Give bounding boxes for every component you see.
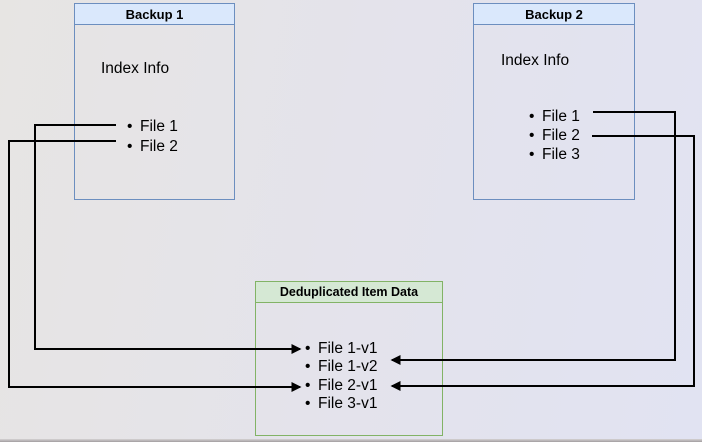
backup2-header: Backup 2	[474, 4, 634, 25]
backup2-file-list: File 1 File 2 File 3	[529, 107, 580, 164]
list-item: File 3	[529, 145, 580, 164]
list-item: File 2-v1	[305, 377, 377, 395]
backup1-header: Backup 1	[75, 4, 234, 25]
dedup-title: Deduplicated Item Data	[279, 285, 419, 299]
list-item: File 2	[127, 137, 178, 157]
list-item: File 1-v1	[305, 340, 377, 358]
backup2-title: Backup 2	[525, 6, 583, 22]
backup2-box: Backup 2 Index Info File 1 File 2 File 3	[473, 3, 635, 200]
backup1-title: Backup 1	[125, 6, 184, 22]
dedup-file-list: File 1-v1 File 1-v2 File 2-v1 File 3-v1	[305, 340, 377, 414]
list-item: File 3-v1	[305, 395, 377, 413]
backup2-subtitle: Index Info	[501, 52, 570, 69]
backup1-box: Backup 1 Index Info File 1 File 2	[74, 3, 235, 200]
window-bottom-edge	[0, 439, 702, 442]
list-item: File 1-v2	[305, 358, 377, 376]
dedup-header: Deduplicated Item Data	[256, 282, 442, 303]
backup1-file-list: File 1 File 2	[127, 117, 178, 156]
list-item: File 1	[127, 117, 178, 137]
deduplicated-item-data-box: Deduplicated Item Data File 1-v1 File 1-…	[255, 281, 443, 436]
backup1-subtitle: Index Info	[101, 60, 170, 77]
list-item: File 1	[529, 107, 580, 126]
list-item: File 2	[529, 126, 580, 145]
